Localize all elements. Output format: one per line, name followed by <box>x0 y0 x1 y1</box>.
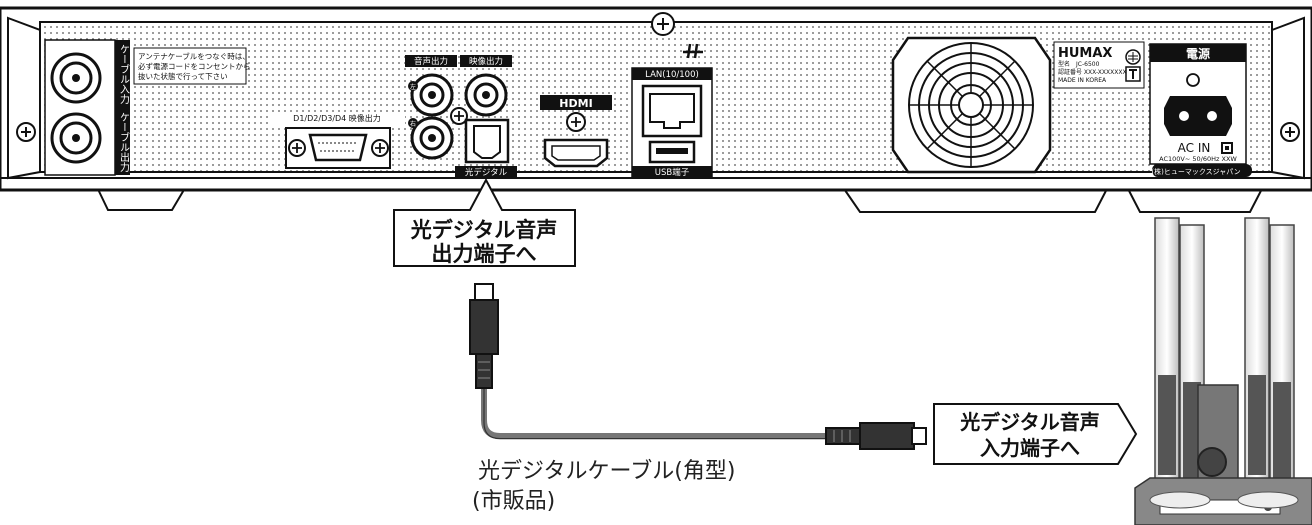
d-terminal-connector <box>285 127 391 169</box>
right-mark: 右 <box>410 120 416 128</box>
lan-label: LAN(10/100) <box>645 70 699 80</box>
hdmi-label: HDMI <box>559 97 592 110</box>
cable-label-line1: 光デジタルケーブル(角型) <box>478 459 735 484</box>
antenna-note-line2: 必ず電源コードをコンセントから <box>138 61 251 71</box>
callout-optical-output: 光デジタル音声 出力端子へ <box>393 177 576 267</box>
video-rca-jack <box>464 73 508 117</box>
screw-icon <box>651 12 675 36</box>
video-out-label: 映像出力 <box>469 56 503 67</box>
t-mark-icon <box>1125 66 1141 82</box>
ac-spec-label: AC100V~ 50/60Hz XXW <box>1159 155 1237 163</box>
ac-inlet <box>1164 96 1232 136</box>
power-led-icon <box>1186 73 1200 87</box>
company-label: (株)ヒューマックスジャパン <box>1151 167 1240 176</box>
brand-label: HUMAX <box>1058 46 1112 61</box>
cable-in-connector <box>50 52 102 104</box>
antenna-note-line1: アンテナケーブルをつなぐ時は、 <box>138 51 250 61</box>
audio-left-rca-jack <box>410 73 454 117</box>
audio-right-rca-jack <box>410 116 454 160</box>
left-mark: 左 <box>410 83 416 91</box>
antenna-note-line3: 抜いた状態で行って下さい <box>138 71 228 81</box>
callout-output-line2: 出力端子へ <box>432 242 537 266</box>
cable-out-connector <box>50 112 102 164</box>
optical-digital-out-port <box>464 118 510 164</box>
callout-output-line1: 光デジタル音声 <box>410 218 558 242</box>
model-line: 型名 JC-6500 <box>1058 60 1100 68</box>
screw-icon <box>16 122 36 142</box>
ground-icon <box>683 43 703 59</box>
cert-line: 認証番号 XXX-XXXXXXX <box>1058 68 1127 76</box>
d-terminal-label: D1/D2/D3/D4 映像出力 <box>293 113 381 123</box>
made-line: MADE IN KOREA <box>1058 77 1107 84</box>
callout-input-line1: 光デジタル音声 <box>959 410 1100 434</box>
screw-icon <box>1280 122 1300 142</box>
cooling-fan-grille <box>891 36 1052 174</box>
screw-icon <box>566 112 586 132</box>
screw-icon <box>450 107 468 125</box>
cable-label-line2: (市販品) <box>472 489 555 514</box>
power-label: 電源 <box>1186 46 1210 61</box>
cable-out-label: ケーブル出力 <box>118 112 130 173</box>
callout-optical-input: 光デジタル音声 入力端子へ <box>933 403 1138 465</box>
optical-label: 光デジタル <box>465 167 508 178</box>
ac-in-label: AC IN <box>1178 141 1211 155</box>
lan-port <box>641 84 703 138</box>
audio-system-illustration <box>1134 217 1312 525</box>
cable-in-label: ケーブル入力 <box>118 44 130 105</box>
set-top-box-rear-panel: ケーブル入力 ケーブル出力 アンテナケーブルをつなぐ時は、 必ず電源コードをコン… <box>0 6 1312 213</box>
pse-mark-icon <box>1125 49 1141 65</box>
callout-input-line2: 入力端子へ <box>980 436 1080 460</box>
audio-out-label: 音声出力 <box>414 56 448 67</box>
optical-cable <box>481 382 833 440</box>
usb-label: USB端子 <box>655 167 690 178</box>
usb-port <box>648 140 696 164</box>
optical-plug-top <box>469 283 499 389</box>
hdmi-port <box>543 138 609 168</box>
optical-plug-right <box>825 422 927 450</box>
